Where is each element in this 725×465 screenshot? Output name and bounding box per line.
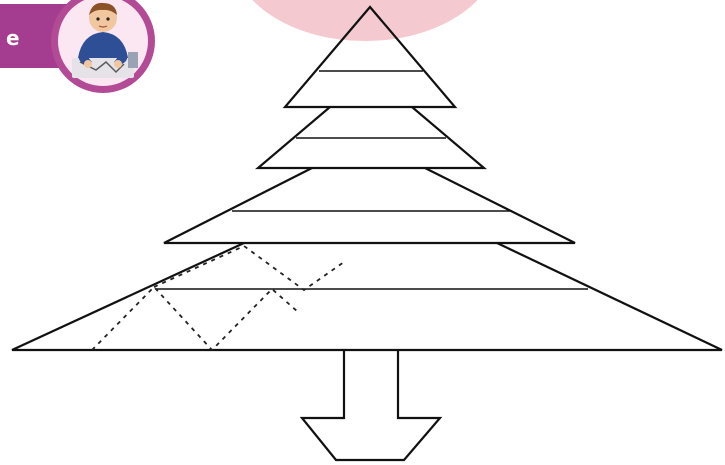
tree-trunk [302, 350, 440, 460]
tree-tier-4 [12, 243, 722, 350]
banner-text: e [6, 26, 20, 50]
dashed-zigzag-path-upper [154, 246, 344, 290]
dashed-zigzag-path [92, 287, 298, 350]
child-drawing-icon [51, 0, 155, 93]
pink-disc [233, 0, 497, 41]
tree-tier-3 [164, 168, 575, 243]
